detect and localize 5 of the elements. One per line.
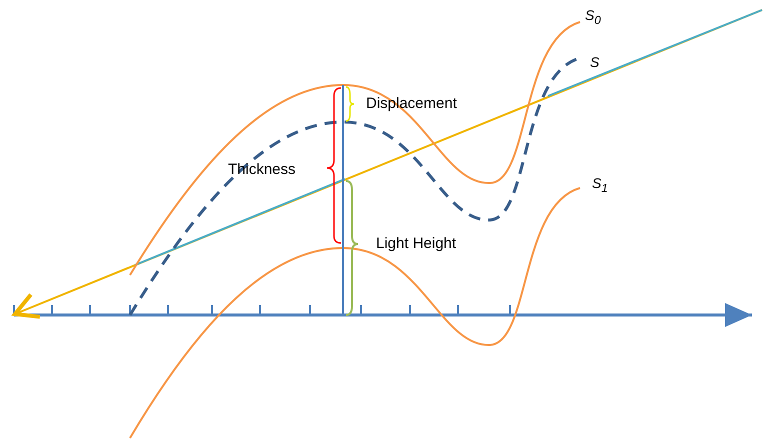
curve-label: S$_{1}$ bbox=[592, 174, 608, 197]
curve-label: S$_{0}$ bbox=[585, 6, 601, 29]
measure-label: Thickness bbox=[228, 161, 296, 179]
curve-label: S bbox=[590, 53, 600, 71]
measure-label: Light Height bbox=[376, 235, 456, 253]
